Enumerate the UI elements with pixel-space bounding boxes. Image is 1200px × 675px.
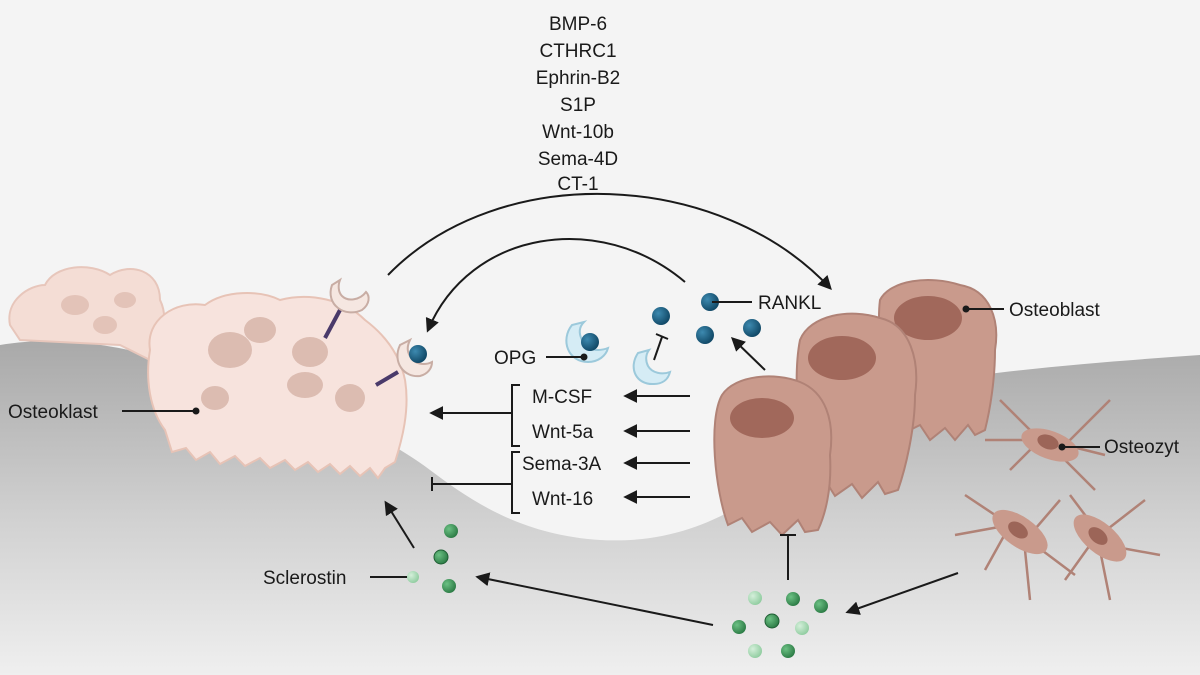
sclerostin-molecules-left xyxy=(407,524,458,593)
top-factor-4: S1P xyxy=(560,95,596,116)
osteoblast-cell-1[interactable] xyxy=(713,375,833,537)
top-factor-5: Wnt-10b xyxy=(542,122,614,143)
osteocyte-to-sclerostin-arrow xyxy=(845,572,959,615)
osteocyte-cell-1[interactable] xyxy=(985,399,1111,491)
inhibiting-bracket xyxy=(431,451,520,514)
arc-arrow-to-osteoclast xyxy=(425,238,686,333)
factor-arrows xyxy=(623,389,690,504)
osteoblast-label: Osteoblast xyxy=(1009,300,1101,321)
osteocyte-cell-2[interactable] xyxy=(954,493,1076,601)
opg-label: OPG xyxy=(494,348,536,369)
rankl-label: RANKL xyxy=(758,293,821,314)
rankl-release-arrow xyxy=(730,337,766,371)
sclerostin-label: Sclerostin xyxy=(263,568,346,589)
top-factor-2: CTHRC1 xyxy=(539,41,616,62)
receptor-with-rankl-icon xyxy=(374,337,434,387)
opg-inhibition-bar xyxy=(655,333,669,340)
factor-wnt-5a: Wnt-5a xyxy=(532,422,594,443)
rankl-molecules xyxy=(652,293,761,344)
osteoclast-faded xyxy=(8,266,166,362)
osteoclast-nucleus-3 xyxy=(292,337,328,367)
opg-inhibition-line xyxy=(653,336,663,361)
osteoclast-nucleus-6 xyxy=(201,386,229,410)
top-factor-7: CT-1 xyxy=(557,174,598,195)
factor-m-csf: M-CSF xyxy=(532,387,592,408)
arc-arrow-to-osteoblast xyxy=(387,193,832,291)
factor-wnt-16: Wnt-16 xyxy=(532,489,593,510)
sclerostin-to-left-arrow xyxy=(475,572,714,626)
osteozyt-label: Osteozyt xyxy=(1104,437,1180,458)
opg-receptor-free-icon xyxy=(632,348,672,386)
osteoclast-nucleus-4 xyxy=(287,372,323,398)
osteoclast-cell[interactable] xyxy=(147,292,408,480)
sclerostin-inhibit-osteoblast xyxy=(780,534,796,580)
osteoclast-nucleus-2 xyxy=(244,317,276,343)
label-pointer-dots xyxy=(192,305,1066,451)
osteoklast-label: Osteoklast xyxy=(8,402,98,423)
opg-pointer-dot xyxy=(580,353,588,361)
top-factor-1: BMP-6 xyxy=(549,14,607,35)
factor-sema-3a: Sema-3A xyxy=(522,454,602,475)
activating-bracket xyxy=(429,384,520,447)
sclerostin-to-osteoclast-arrow xyxy=(384,500,415,549)
receptor-icon xyxy=(323,277,370,339)
top-factor-3: Ephrin-B2 xyxy=(536,68,621,89)
osteocyte-cell-3[interactable] xyxy=(1063,494,1161,601)
osteoclast-nucleus-1 xyxy=(208,332,252,368)
osteoclast-nucleus-5 xyxy=(335,384,365,412)
label-pointers xyxy=(122,308,1100,578)
top-factor-6: Sema-4D xyxy=(538,149,618,170)
sclerostin-molecules-center xyxy=(732,591,828,658)
